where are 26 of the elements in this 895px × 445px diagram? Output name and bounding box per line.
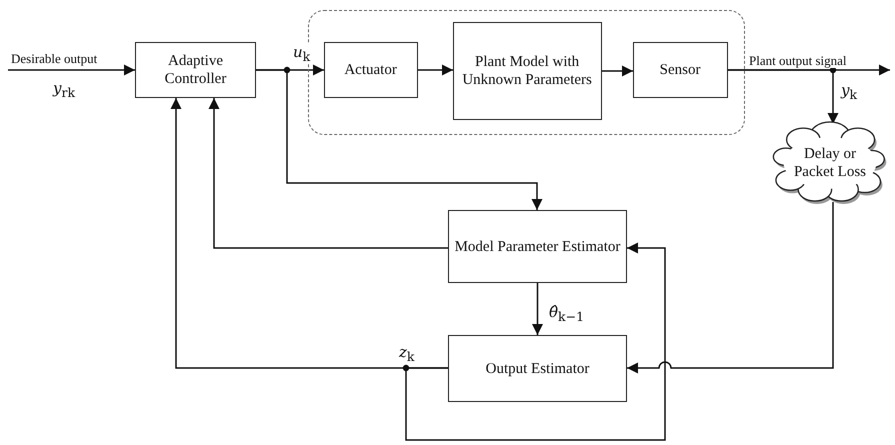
box-label: Output Estimator — [486, 360, 590, 378]
arrow — [728, 69, 838, 124]
process-box — [448, 335, 627, 402]
process-box — [135, 42, 256, 98]
process-box — [632, 42, 728, 98]
box-label: Actuator — [344, 60, 397, 79]
edge-label: θ̂$_{k−1}$ — [548, 304, 586, 324]
edge-label: u$_{k}$ — [292, 44, 312, 64]
cloud-label: Delay or Packet Loss — [792, 145, 868, 181]
edge-label: Desirable output — [10, 52, 98, 66]
arrow — [602, 66, 633, 76]
box-label: Plant Model with Unknown Parameters — [461, 52, 593, 89]
arrow — [405, 242, 666, 441]
arrow — [418, 64, 453, 76]
edge-label: Plant output signal — [748, 54, 848, 68]
arrow — [627, 202, 834, 374]
box-label: Adaptive Controller — [164, 52, 228, 88]
arrow — [256, 69, 542, 210]
box-label: Model Parameter Estimator — [454, 238, 620, 256]
arrow — [208, 98, 448, 249]
process-box — [452, 22, 602, 120]
arrow — [8, 64, 135, 76]
process-box — [448, 210, 627, 283]
box-label: Sensor — [660, 60, 701, 79]
arrow — [532, 283, 543, 335]
process-box — [324, 42, 418, 98]
